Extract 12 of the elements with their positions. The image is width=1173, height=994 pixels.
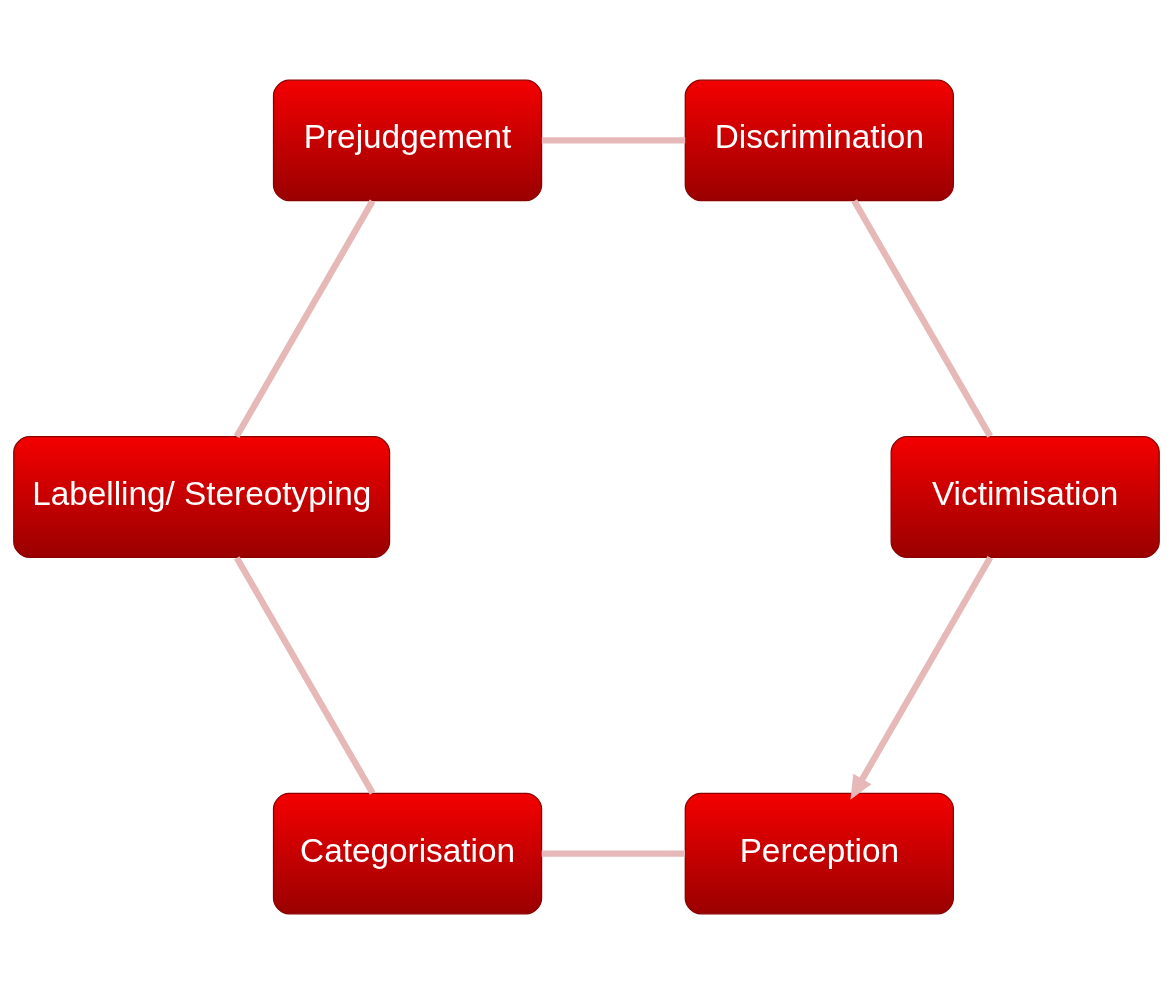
- connector: [234, 556, 376, 795]
- node-box: Prejudgement: [272, 79, 543, 202]
- connector: [541, 137, 686, 144]
- node-box: Discrimination: [684, 79, 954, 202]
- node-box: Victimisation: [890, 436, 1160, 558]
- node-box: Perception: [684, 792, 954, 915]
- connector: [851, 199, 993, 438]
- arrow: [850, 555, 994, 800]
- node-box: Categorisation: [272, 792, 543, 915]
- connector: [541, 850, 686, 857]
- node-box: Labelling/ Stereotyping: [13, 436, 391, 558]
- connector: [233, 199, 376, 439]
